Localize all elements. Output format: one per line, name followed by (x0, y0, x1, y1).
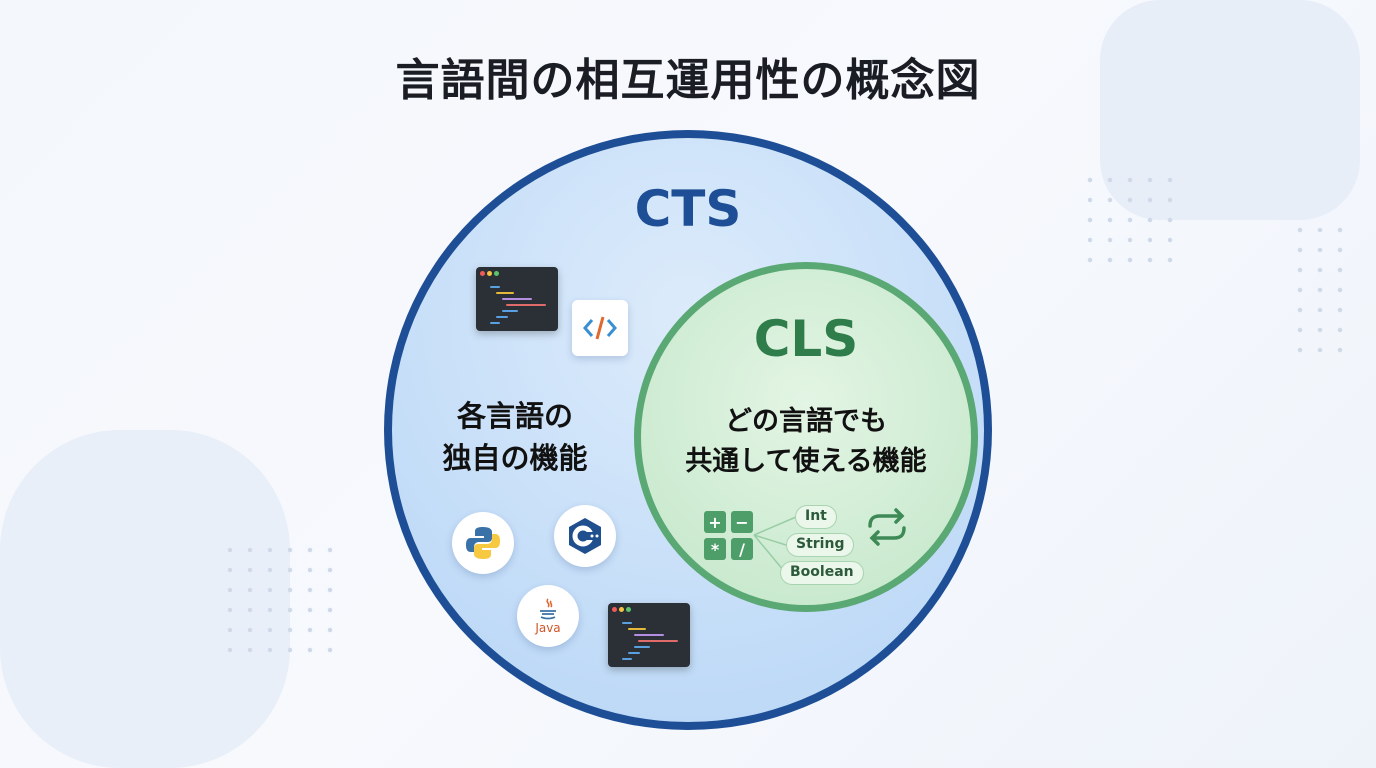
interchange-arrows-icon (868, 508, 906, 546)
inner-description: どの言語でも 共通して使える機能 (650, 402, 962, 482)
type-boolean: Boolean (780, 561, 864, 585)
python-icon (452, 512, 514, 574)
inner-description-line2: 共通して使える機能 (685, 446, 927, 477)
java-label: Java (535, 621, 561, 635)
operator-plus: + (704, 511, 726, 533)
cls-label: CLS (753, 310, 859, 368)
type-string: String (786, 533, 855, 557)
java-icon: Java (517, 585, 579, 647)
operator-divide: / (731, 538, 753, 560)
code-tag-icon (572, 300, 628, 356)
inner-description-line1: どの言語でも (725, 406, 887, 437)
page-title: 言語間の相互運用性の概念図 (395, 55, 981, 106)
background-dots (1290, 220, 1350, 360)
outer-description-line2: 独自の機能 (442, 441, 588, 475)
csharp-icon (554, 505, 616, 567)
operator-minus: − (731, 511, 753, 533)
cts-label: CTS (634, 180, 742, 238)
background-dots (220, 540, 340, 660)
outer-description: 各言語の 独自の機能 (410, 395, 620, 479)
operator-multiply: * (704, 538, 726, 560)
outer-description-line1: 各言語の (456, 399, 573, 433)
code-window (476, 267, 558, 331)
code-window (608, 603, 690, 667)
background-dots (1080, 170, 1180, 270)
type-int: Int (795, 505, 837, 529)
